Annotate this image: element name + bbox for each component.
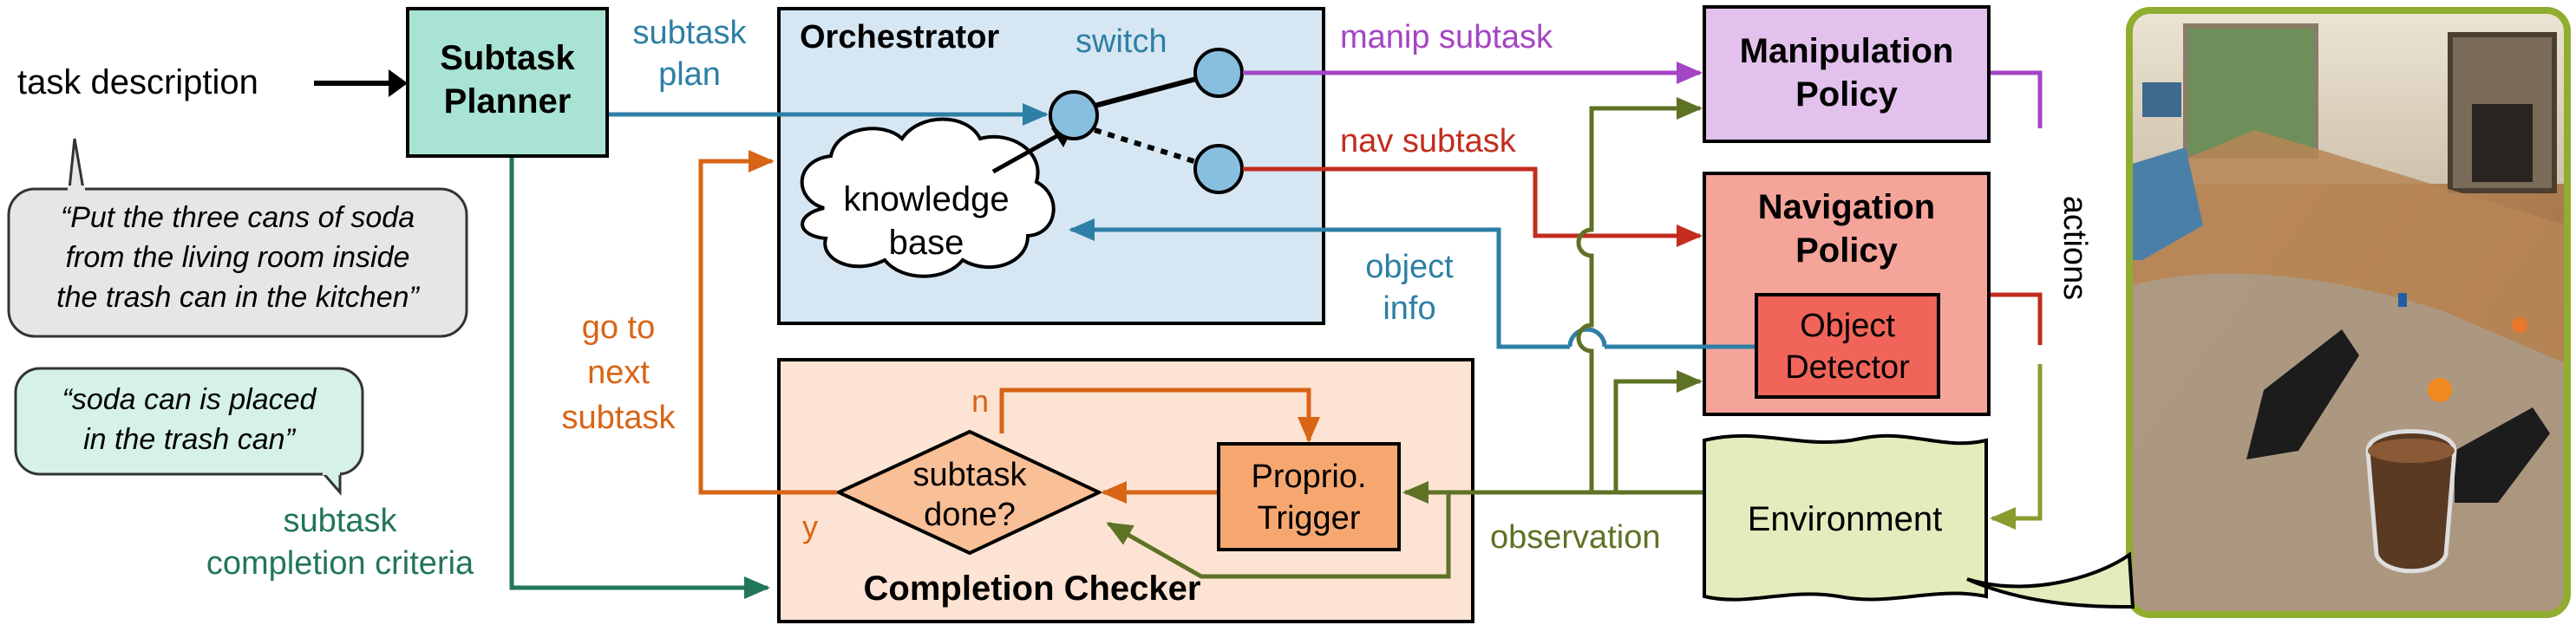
object-info-label-1: object: [1365, 249, 1454, 285]
sofa-icon: [2129, 147, 2203, 260]
criteria-label-line-2: completion criteria: [206, 545, 474, 582]
decision-line-1: subtask: [913, 457, 1028, 493]
robot-left-gripper-icon: [2246, 329, 2359, 459]
go-next-label-2: next: [587, 355, 650, 391]
switch-manip-node: [1193, 48, 1244, 98]
criteria-quote-bubble: [14, 367, 364, 476]
knowledge-base-cloud: [800, 117, 1056, 278]
proprio-trigger-title-1: Proprio.: [1251, 459, 1366, 495]
simulation-view: [2129, 10, 2567, 615]
object-info-edge: [1071, 230, 1755, 349]
task-description-label: task description: [17, 63, 258, 101]
soda-can-icon-3: [2398, 293, 2407, 307]
completion-checker-title: Completion Checker: [864, 570, 1201, 608]
criteria-bubble-tail: [321, 472, 342, 497]
task-arrowhead: [389, 69, 408, 97]
criteria-label-line-1: subtask: [284, 503, 398, 539]
soda-can-icon: [2428, 378, 2452, 402]
environment-label: Environment: [1748, 500, 1943, 538]
knowledge-base-line-2: base: [889, 224, 964, 262]
subtask-done-decision: [834, 429, 1103, 556]
observation-to-decision-edge: [1106, 492, 1451, 579]
object-info-label-2: info: [1383, 290, 1435, 327]
criteria-quote-line-2: in the trash can”: [83, 423, 296, 456]
go-next-label-3: subtask: [562, 400, 677, 436]
knowledge-base-line-1: knowledge: [843, 180, 1009, 218]
not-done-loop-edge: [999, 387, 1320, 443]
task-quote-line-3: the trash can in the kitchen”: [56, 281, 420, 314]
switch-label: switch: [1076, 23, 1167, 60]
task-quote-bubble: [7, 187, 468, 338]
subtask-planner-title-1: Subtask: [440, 39, 575, 77]
orchestrator-title: Orchestrator: [800, 19, 999, 55]
switch-closed-link: [1094, 75, 1200, 108]
actions-to-env-edge: [1990, 364, 2043, 530]
task-bubble-tail: [68, 138, 85, 190]
no-label: n: [971, 383, 989, 419]
object-detector-title-1: Object: [1800, 308, 1895, 344]
observation-to-manip-edge: [1576, 97, 1703, 492]
switch-input-node: [1049, 90, 1099, 140]
object-detector-title-2: Detector: [1785, 349, 1910, 386]
manipulation-policy-box: [1703, 5, 1991, 143]
observation-label: observation: [1490, 519, 1660, 556]
actions-label: actions: [2056, 196, 2093, 300]
simulation-view-frame: [2126, 7, 2571, 618]
manip-subtask-label: manip subtask: [1340, 19, 1553, 55]
object-info-crossover: [1567, 327, 1607, 348]
go-next-subtask-edge: [698, 150, 837, 495]
task-quote-line-2: from the living room inside: [66, 241, 410, 274]
criteria-quote-line-1: “soda can is placed: [62, 383, 317, 416]
painting-icon: [2142, 82, 2181, 117]
kb-to-switch-edge: [991, 132, 1062, 174]
environment-callout-tail: [1966, 551, 2135, 609]
yes-label: y: [802, 509, 818, 544]
navigation-policy-title-1: Navigation: [1758, 188, 1935, 226]
proprio-trigger-title-2: Trigger: [1258, 500, 1361, 537]
switch-nav-node: [1193, 144, 1244, 194]
nav-actions-edge: [1991, 292, 2043, 345]
nav-subtask-edge: [1243, 166, 1703, 247]
observation-to-nav-edge: [1613, 370, 1703, 492]
manipulation-policy-title-2: Policy: [1795, 75, 1899, 114]
subtask-plan-label-2: plan: [658, 56, 721, 93]
criteria-edge: [509, 158, 770, 599]
subtask-planner-box: [406, 7, 609, 158]
soda-can-icon-2: [2512, 317, 2527, 333]
environment-box: [1703, 433, 1988, 602]
go-next-label-1: go to: [582, 309, 656, 346]
manip-actions-edge: [1991, 70, 2043, 128]
glass-table-icon: [2129, 273, 2567, 615]
manipulation-policy-title-1: Manipulation: [1740, 32, 1954, 70]
decision-line-2: done?: [924, 497, 1016, 533]
navigation-policy-title-2: Policy: [1795, 231, 1899, 270]
proprio-trigger-box: [1217, 442, 1401, 551]
task-quote-line-1: “Put the three cans of soda: [61, 201, 415, 234]
subtask-planner-title-2: Planner: [444, 82, 572, 120]
robot-right-gripper-icon: [2455, 407, 2550, 503]
object-detector-box: [1755, 293, 1940, 399]
nav-subtask-label: nav subtask: [1340, 123, 1517, 160]
switch-open-link: [1094, 127, 1200, 166]
subtask-plan-label-1: subtask: [633, 15, 748, 51]
